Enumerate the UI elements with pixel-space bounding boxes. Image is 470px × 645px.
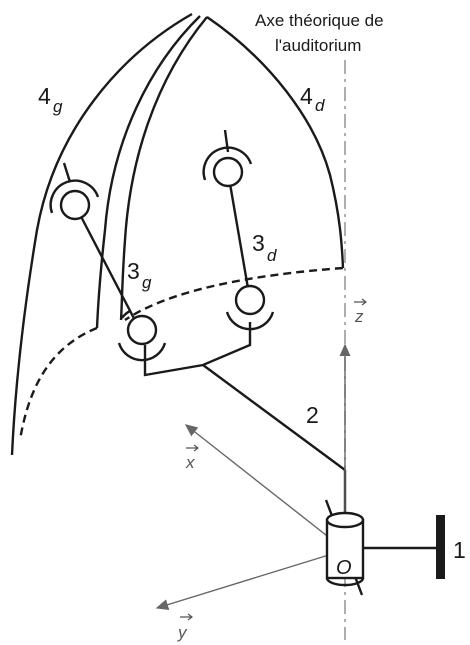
link-3g bbox=[73, 204, 142, 331]
shell-4g-inner-edge bbox=[95, 15, 201, 329]
pivot-cylinder bbox=[325, 511, 365, 587]
part-4d-subscript: d bbox=[315, 96, 325, 115]
link-3d bbox=[226, 171, 252, 301]
part-1-label: 1 bbox=[453, 537, 466, 563]
y-vector-arrow-glyph bbox=[180, 613, 193, 621]
y-axis-arrow bbox=[155, 549, 346, 611]
z-vector-arrow-glyph bbox=[354, 298, 367, 306]
part-3g-number: 3 bbox=[127, 258, 140, 284]
body-2-arm bbox=[202, 364, 346, 471]
part-3d-number: 3 bbox=[252, 230, 265, 256]
joint-3d-upper bbox=[202, 129, 253, 188]
x-vector-arrow-glyph bbox=[186, 444, 199, 452]
annotation-line-1: Axe théorique de bbox=[255, 11, 384, 30]
body-2-frame bbox=[143, 322, 252, 377]
origin-label: O bbox=[336, 557, 352, 579]
part-2-label: 2 bbox=[306, 402, 319, 428]
joint-3d-lower bbox=[225, 284, 275, 331]
y-axis-label: y bbox=[177, 623, 188, 642]
part-3d-subscript: d bbox=[267, 246, 277, 265]
annotation-line-2: l'auditorium bbox=[275, 36, 361, 55]
part-4d-number: 4 bbox=[300, 83, 313, 109]
ground-1-block bbox=[436, 515, 445, 579]
part-4g-subscript: g bbox=[53, 97, 63, 116]
shell-4g-outline bbox=[10, 12, 193, 456]
shell-4d-hidden-edge bbox=[124, 266, 344, 321]
shell-4d-outline bbox=[206, 16, 345, 269]
part-4g-number: 4 bbox=[38, 83, 51, 109]
joint-3g-upper bbox=[49, 162, 100, 221]
x-axis-label: x bbox=[185, 453, 195, 472]
z-axis-label: z bbox=[354, 307, 364, 326]
part-3g-subscript: g bbox=[142, 273, 152, 292]
joint-3g-lower bbox=[117, 309, 167, 362]
shell-4g-hidden-edge bbox=[18, 326, 98, 441]
x-axis-arrow bbox=[184, 424, 346, 551]
